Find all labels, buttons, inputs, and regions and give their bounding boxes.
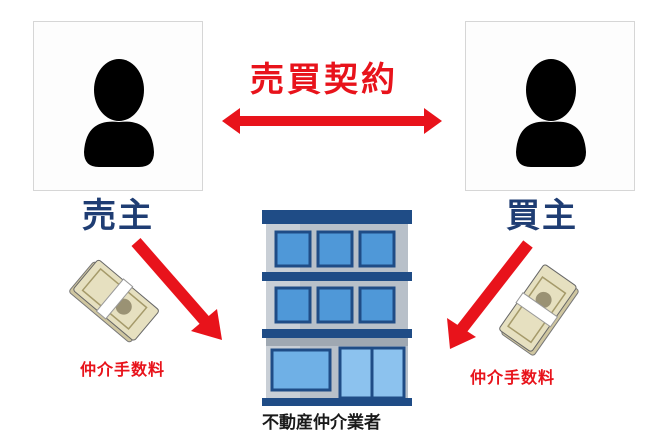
buyer-avatar-box [465, 21, 635, 191]
contract-label: 売買契約 [250, 60, 398, 100]
seller-fee-label: 仲介手数料 [80, 360, 166, 379]
office-building-icon [262, 210, 412, 406]
buyer-fee-label: 仲介手数料 [470, 368, 556, 387]
buyer-person-icon [516, 59, 586, 167]
buyer-label: 買主 [506, 196, 578, 236]
seller-label: 売主 [82, 196, 154, 236]
agent-label: 不動産仲介業者 [262, 413, 381, 433]
seller-avatar-box [33, 21, 203, 191]
buyer-fee-arrow [447, 240, 533, 349]
seller-person-icon [84, 59, 154, 167]
seller-fee-arrow [131, 238, 222, 340]
contract-double-arrow [222, 108, 442, 134]
banknote-bundle-icon [69, 259, 159, 343]
banknote-bundle-icon [499, 264, 579, 356]
